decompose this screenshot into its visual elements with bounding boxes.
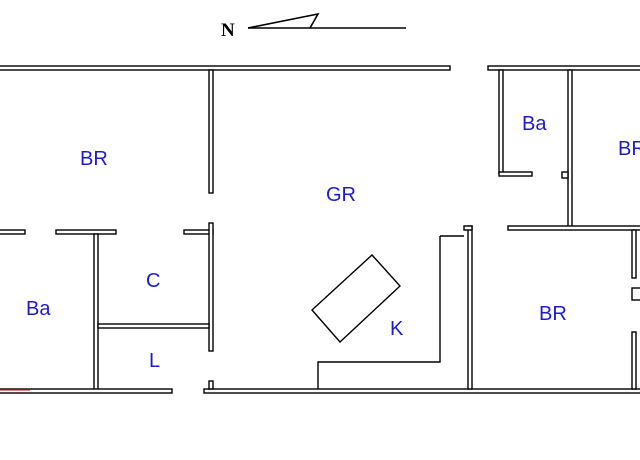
wall-top-right	[487, 65, 640, 71]
wall-east-edge-lower	[631, 331, 637, 390]
wall-kitchen-corner	[463, 225, 473, 231]
room-label-br-east: BR	[618, 138, 640, 160]
walls	[0, 65, 640, 394]
room-label-ba-west: Ba	[26, 298, 51, 320]
room-label-br-northwest: BR	[80, 148, 108, 170]
wall-bottom-left	[0, 388, 173, 394]
room-label-k: K	[390, 318, 404, 340]
wall-east-br-south	[507, 225, 640, 231]
room-label-l: L	[149, 350, 160, 372]
wall-bath-door-stub	[561, 171, 569, 179]
wall-bottom-right	[203, 388, 640, 394]
wall-br-gr-partition	[208, 69, 214, 194]
wall-west-stub	[0, 229, 26, 235]
wall-kitchen-br-partition	[467, 225, 473, 390]
north-arrow: N	[221, 12, 406, 41]
wall-bottom-door-stub	[208, 380, 214, 390]
room-label-gr: GR	[326, 184, 356, 206]
kitchen-counter-outline	[317, 236, 441, 389]
room-label-c: C	[146, 270, 160, 292]
wall-east-edge-upper	[631, 229, 637, 279]
wall-bath-br-partition	[567, 69, 573, 229]
north-arrow-head	[247, 12, 320, 29]
wall-top-left	[0, 65, 451, 71]
room-label-br-southeast: BR	[539, 303, 567, 325]
wall-west-bath-north	[55, 229, 117, 235]
room-label-ba-small: Ba	[522, 113, 547, 135]
north-label: N	[221, 20, 235, 41]
wall-closet-laundry-divider	[97, 323, 210, 329]
wall-closet-east	[208, 222, 214, 352]
wall-bath-west	[498, 69, 504, 174]
wall-bath-closet-partition	[93, 233, 99, 392]
kitchen-island	[311, 254, 401, 344]
room-labels: BR Ba BR GR C Ba K BR L	[26, 113, 640, 372]
kitchen-counter	[317, 235, 464, 389]
wall-bath-south	[498, 171, 533, 177]
wall-east-edge-window	[631, 287, 640, 301]
